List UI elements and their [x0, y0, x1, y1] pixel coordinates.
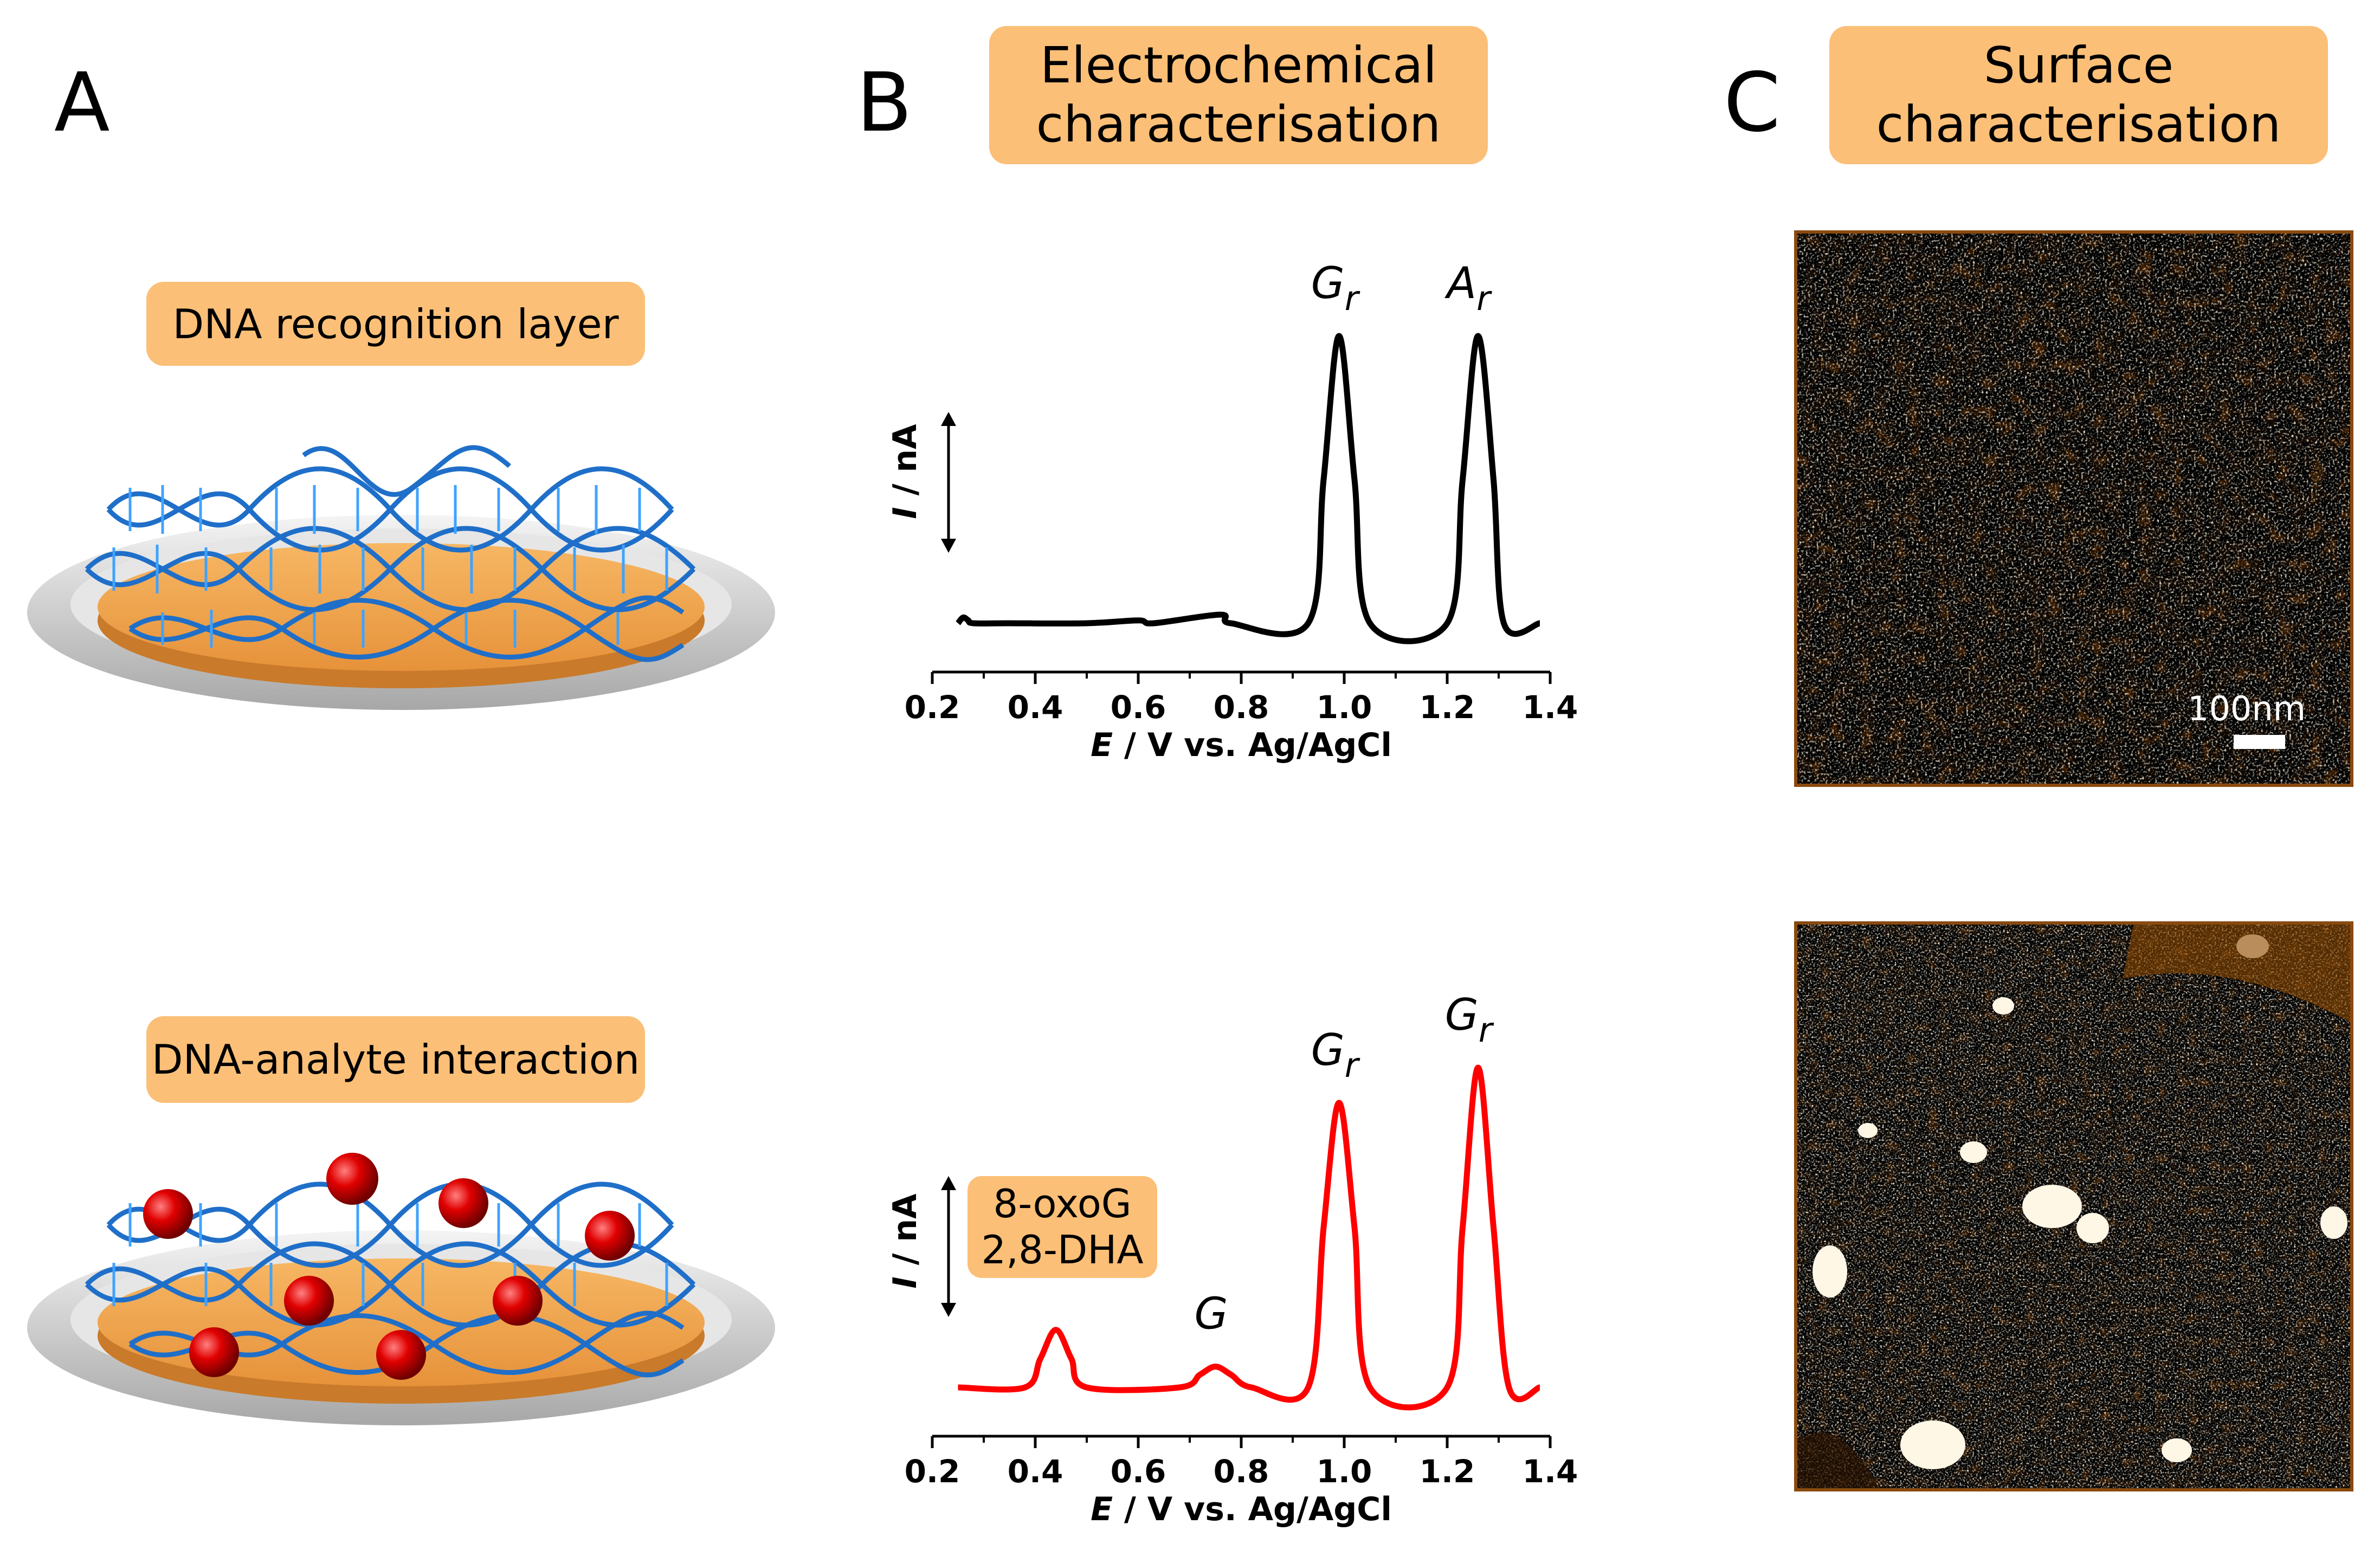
scale-arrow-head-up	[941, 412, 956, 426]
tag-electrochem-line1: Electrochemical	[1040, 36, 1437, 94]
afm-aggregates	[1813, 934, 2347, 1469]
x-tick-label: 0.6	[1111, 689, 1166, 726]
peak-label: G	[1195, 1289, 1228, 1339]
x-tick-label: 0.2	[905, 1453, 960, 1490]
x-tick-label: 1.4	[1523, 1453, 1578, 1490]
voltammogram-dna: 0.2 0.4 0.6 0.8 1.0 1.2 1.4 E / V vs. Ag/AgCl I …	[886, 258, 1578, 764]
tag-analyte-interaction: DNA-analyte interaction	[146, 1016, 645, 1103]
x-axis-label: E / V vs. Ag/AgCl	[1091, 1490, 1392, 1528]
analyte-sphere	[585, 1211, 635, 1261]
x-tick-label: 0.4	[1008, 689, 1063, 726]
x-tick-label: 0.2	[905, 689, 960, 726]
x-tick-label: 1.0	[1317, 689, 1372, 726]
peak-label: Gr	[1311, 1025, 1360, 1085]
afm-image-dna-analyte	[1794, 921, 2353, 1491]
panel-label-c: C	[1724, 56, 1781, 150]
tag-recognition-text: DNA recognition layer	[172, 300, 619, 348]
x-tick-label: 1.4	[1523, 689, 1578, 726]
tag-surface-line1: Surface	[1983, 36, 2174, 94]
x-tick-label: 0.8	[1214, 689, 1269, 726]
x-tick-label: 0.8	[1214, 1453, 1269, 1490]
analyte-sphere	[376, 1330, 426, 1380]
scale-arrow-head-up	[941, 1176, 956, 1190]
x-tick-label: 1.2	[1420, 689, 1475, 726]
x-axis-label: E / V vs. Ag/AgCl	[1091, 726, 1392, 764]
analyte-sphere	[189, 1327, 239, 1377]
peak-label: Ar	[1444, 258, 1492, 318]
tag-surface: Surface characterisation	[1829, 26, 2328, 164]
analyte-molecules	[143, 1153, 635, 1380]
x-tick-label: 0.6	[1111, 1453, 1166, 1490]
peak-label: Gr	[1445, 990, 1494, 1050]
tag-electrochem-line2: characterisation	[1036, 95, 1441, 153]
analyte-sphere	[493, 1276, 543, 1326]
scale-bar-label: 100nm	[2188, 689, 2306, 728]
analyte-sphere	[326, 1153, 378, 1205]
tag-analyte-line1: 8-oxoG	[993, 1181, 1132, 1227]
analyte-sphere	[438, 1178, 488, 1228]
series-line	[958, 1064, 1541, 1411]
tag-interaction-text: DNA-analyte interaction	[151, 1036, 640, 1083]
x-tick-label: 1.0	[1317, 1453, 1372, 1490]
tag-surface-line2: characterisation	[1876, 95, 2281, 153]
analyte-sphere	[284, 1276, 334, 1326]
dna-analyte-electrode-illustration	[27, 1153, 775, 1425]
y-axis-label: I / nA	[886, 1193, 924, 1289]
tag-analyte-line2: 2,8-DHA	[981, 1227, 1144, 1273]
scale-bar	[2234, 735, 2285, 749]
x-tick-label: 0.4	[1008, 1453, 1063, 1490]
panel-label-a: A	[54, 56, 110, 150]
x-tick-label: 1.2	[1420, 1453, 1475, 1490]
dna-helix-layer	[85, 445, 696, 662]
dna-electrode-illustration	[27, 445, 775, 710]
peak-label: Gr	[1311, 258, 1360, 318]
tag-electrochemical: Electrochemical characterisation	[989, 26, 1488, 164]
panel-label-b: B	[856, 56, 912, 150]
afm-image-dna: 100nm	[1794, 230, 2353, 787]
scale-arrow-head-down	[941, 539, 956, 553]
tag-recognition-layer: DNA recognition layer	[146, 282, 645, 366]
scale-arrow-head-down	[941, 1303, 956, 1317]
voltammogram-dna-analyte: 0.2 0.4 0.6 0.8 1.0 1.2 1.4 E / V vs. Ag/AgCl I …	[886, 990, 1578, 1528]
tag-analytes: 8-oxoG 2,8-DHA	[968, 1176, 1157, 1278]
analyte-sphere	[143, 1189, 193, 1239]
series-line	[956, 333, 1541, 644]
y-axis-label: I / nA	[886, 424, 924, 519]
